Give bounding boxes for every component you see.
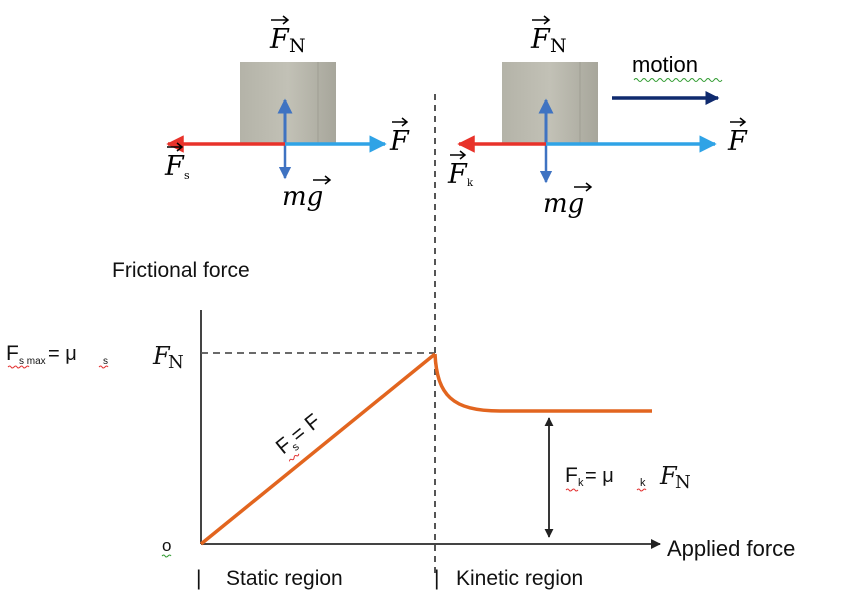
origin-squiggle [161,554,172,558]
svg-text:motion: motion [632,52,698,77]
svg-text:= μ: = μ [48,343,77,365]
svg-text:k: k [467,178,474,189]
svg-text:N: N [675,472,691,493]
friction-graph: Frictional force o Applied force F s max… [6,259,795,590]
kinetic-region-divider: | [434,567,439,590]
svg-text:N: N [289,35,306,57]
kinetic-friction-curve [433,353,652,413]
svg-text:k: k [640,477,646,489]
svg-text:k: k [578,477,584,489]
svg-text:s: s [103,356,108,367]
static-region-divider: | [196,567,201,590]
svg-text:s max: s max [19,356,46,367]
kinetic-free-body-diagram: F N motion F F k mg [447,15,748,219]
kinetic-block [502,62,598,144]
static-friction-line [199,352,437,546]
svg-text:F: F [659,462,678,490]
static-weight-label: mg [282,175,332,212]
x-axis-label: Applied force [667,536,795,561]
static-free-body-diagram: F N F F s mg [164,15,410,212]
svg-text:= μ: = μ [585,465,614,487]
kinetic-region-label: Kinetic region [456,567,583,590]
svg-text:F: F [565,464,578,487]
svg-text:F: F [447,159,468,190]
svg-text:mg: mg [282,182,323,212]
static-region-label: Static region [226,567,343,590]
y-axis-label: Frictional force [112,259,250,282]
origin-label: o [162,536,171,555]
kinetic-force-label: F k = μ k F N [565,462,691,493]
static-block [240,62,336,144]
svg-text:F: F [269,24,290,55]
svg-text:F: F [727,126,748,157]
static-friction-label: F s [164,142,190,182]
motion-label: motion [632,52,723,82]
svg-text:F: F [6,342,19,365]
kinetic-normal-label: F N [530,15,567,57]
svg-text:F: F [530,24,551,55]
svg-text:F: F [152,342,171,370]
static-normal-label: F N [269,15,306,57]
svg-text:F: F [389,126,410,157]
svg-text:s: s [184,169,190,182]
svg-text:N: N [550,35,567,57]
svg-text:N: N [168,352,184,373]
svg-text:F: F [164,151,185,182]
fs-max-label: F s max = μ s F N [6,342,184,373]
static-line-label: F s = F [272,410,325,462]
static-applied-label: F [389,117,410,157]
kinetic-weight-label: mg [543,182,593,219]
kinetic-applied-label: F [727,117,748,157]
kinetic-friction-label: F k [447,150,474,190]
svg-text:mg: mg [543,189,584,219]
